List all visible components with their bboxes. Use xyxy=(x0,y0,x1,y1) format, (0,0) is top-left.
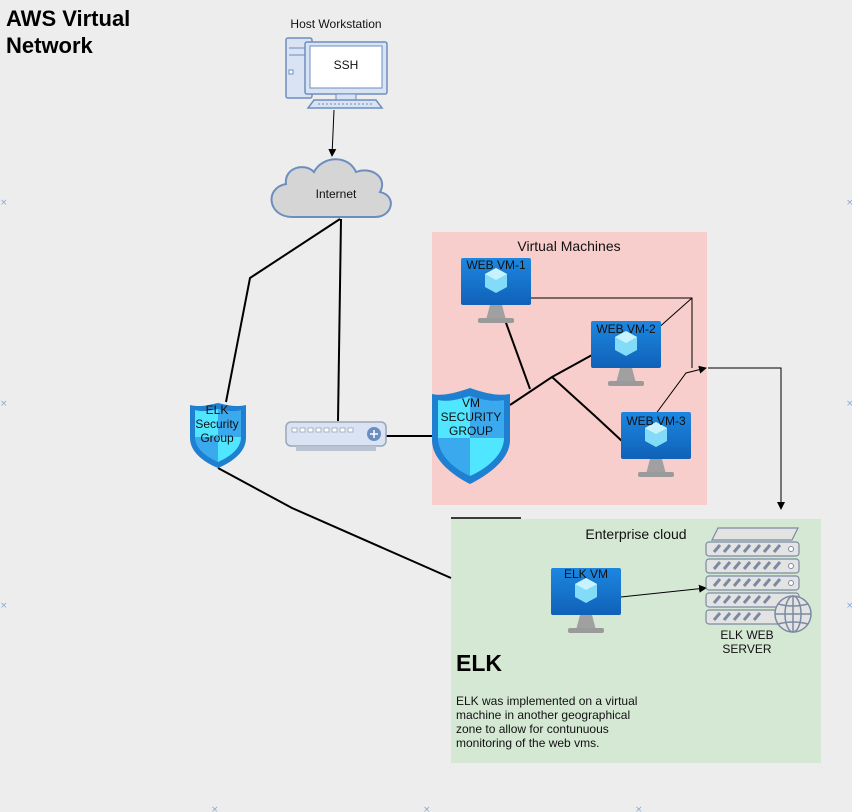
svg-text:×: × xyxy=(0,601,8,611)
host-workstation-label: Host Workstation xyxy=(290,17,382,31)
page-markers: × × × × × × × × × xyxy=(0,198,852,812)
svg-text:×: × xyxy=(846,601,852,611)
svg-text:×: × xyxy=(0,399,8,409)
web-vm-3-icon xyxy=(621,412,691,477)
web-vm-1-icon xyxy=(461,258,531,323)
elk-web-server-icon xyxy=(705,527,812,633)
elk-security-group-shield-icon xyxy=(190,403,246,468)
svg-text:×: × xyxy=(846,399,852,409)
elk-vm-label: ELK VM xyxy=(563,567,608,581)
internet-label: Internet xyxy=(315,187,357,201)
virtual-machines-label: Virtual Machines xyxy=(517,238,621,254)
enterprise-cloud-label: Enterprise cloud xyxy=(585,526,687,542)
connector-web-vm-2-to-bus xyxy=(655,297,693,331)
elk-security-group-label: ELK Security Group xyxy=(195,403,239,445)
ssh-screen xyxy=(309,45,383,89)
svg-text:×: × xyxy=(0,198,8,208)
internet-cloud-icon xyxy=(270,158,392,219)
connector-internet-to-switch xyxy=(337,218,342,422)
connectors xyxy=(217,109,785,598)
web-vm-2-label: WEB VM-2 xyxy=(596,322,656,336)
connector-vm-security-group-to-web-vm-3 xyxy=(551,376,624,443)
svg-text:×: × xyxy=(846,198,852,208)
elk-section-description: ELK was implemented on a virtual machine… xyxy=(456,694,638,750)
web-vm-1-label: WEB VM-1 xyxy=(466,258,526,272)
web-vm-3-label: WEB VM-3 xyxy=(626,414,686,428)
connector-web-vm-3-to-bus xyxy=(654,365,707,416)
connector-elk-vm-to-elk-web-server xyxy=(620,584,707,598)
host-workstation-icon xyxy=(285,37,388,109)
connector-elk-security-group-to-enterprise-cloud xyxy=(217,467,452,579)
network-switch-icon xyxy=(285,421,387,451)
svg-text:×: × xyxy=(423,805,431,812)
svg-text:×: × xyxy=(635,805,643,812)
connector-host-to-internet xyxy=(328,109,337,157)
diagram-title: AWS Virtual Network xyxy=(6,6,131,58)
connector-internet-to-elk-security-group xyxy=(225,218,341,403)
connector-vm-security-group-to-web-vm-1 xyxy=(504,319,531,390)
globe-icon xyxy=(774,595,812,633)
elk-vm-icon xyxy=(551,568,621,633)
elk-section-heading: ELK xyxy=(456,650,502,676)
vm-security-group-shield-icon xyxy=(432,388,510,484)
elk-web-server-label: ELK WEB SERVER xyxy=(720,628,774,656)
ssh-screen-label: SSH xyxy=(333,58,359,72)
connector-bus-to-elk-web-server xyxy=(708,367,785,510)
web-vm-2-icon xyxy=(591,321,661,386)
vm-security-group-label: VM SECURITY GROUP xyxy=(440,396,502,438)
svg-text:×: × xyxy=(211,805,219,812)
